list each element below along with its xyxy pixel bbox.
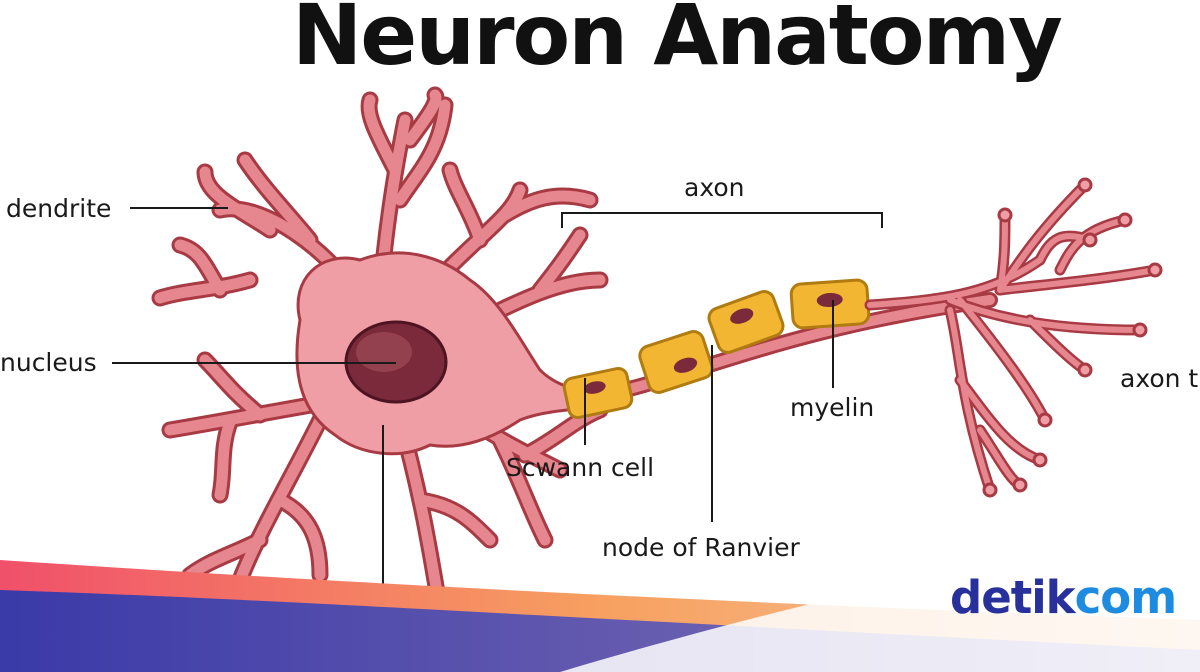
label-axon-terminal: axon t [1120, 364, 1199, 393]
label-myelin: myelin [790, 393, 875, 422]
brand-bands [0, 520, 1200, 672]
schwann-nucleus [583, 381, 606, 394]
myelin-segment [562, 366, 634, 420]
page-title: Neuron Anatomy [292, 0, 1063, 84]
logo-part-1: detik [950, 571, 1076, 624]
schwann-nucleus [816, 292, 843, 308]
schwann-nucleus [673, 357, 698, 373]
terminal-buttons [982, 177, 1163, 498]
myelin-segment [638, 330, 714, 394]
label-node-of-ranvier: node of Ranvier [602, 533, 800, 562]
axon-terminal [864, 177, 1163, 498]
myelin-sheaths [562, 278, 871, 420]
detikcom-logo: detikcom [950, 575, 1177, 620]
leader-lines [112, 207, 883, 672]
label-nucleus: nucleus [0, 348, 97, 377]
logo-part-2: com [1074, 571, 1177, 624]
label-schwann-cell: Scwann cell [506, 453, 655, 482]
label-axon: axon [684, 173, 745, 202]
myelin-segment [789, 278, 871, 330]
axon-bracket [561, 212, 883, 228]
myelin-segment [707, 290, 785, 354]
schwann-nucleus [730, 308, 754, 324]
label-dendrite: dendrite [6, 194, 112, 223]
